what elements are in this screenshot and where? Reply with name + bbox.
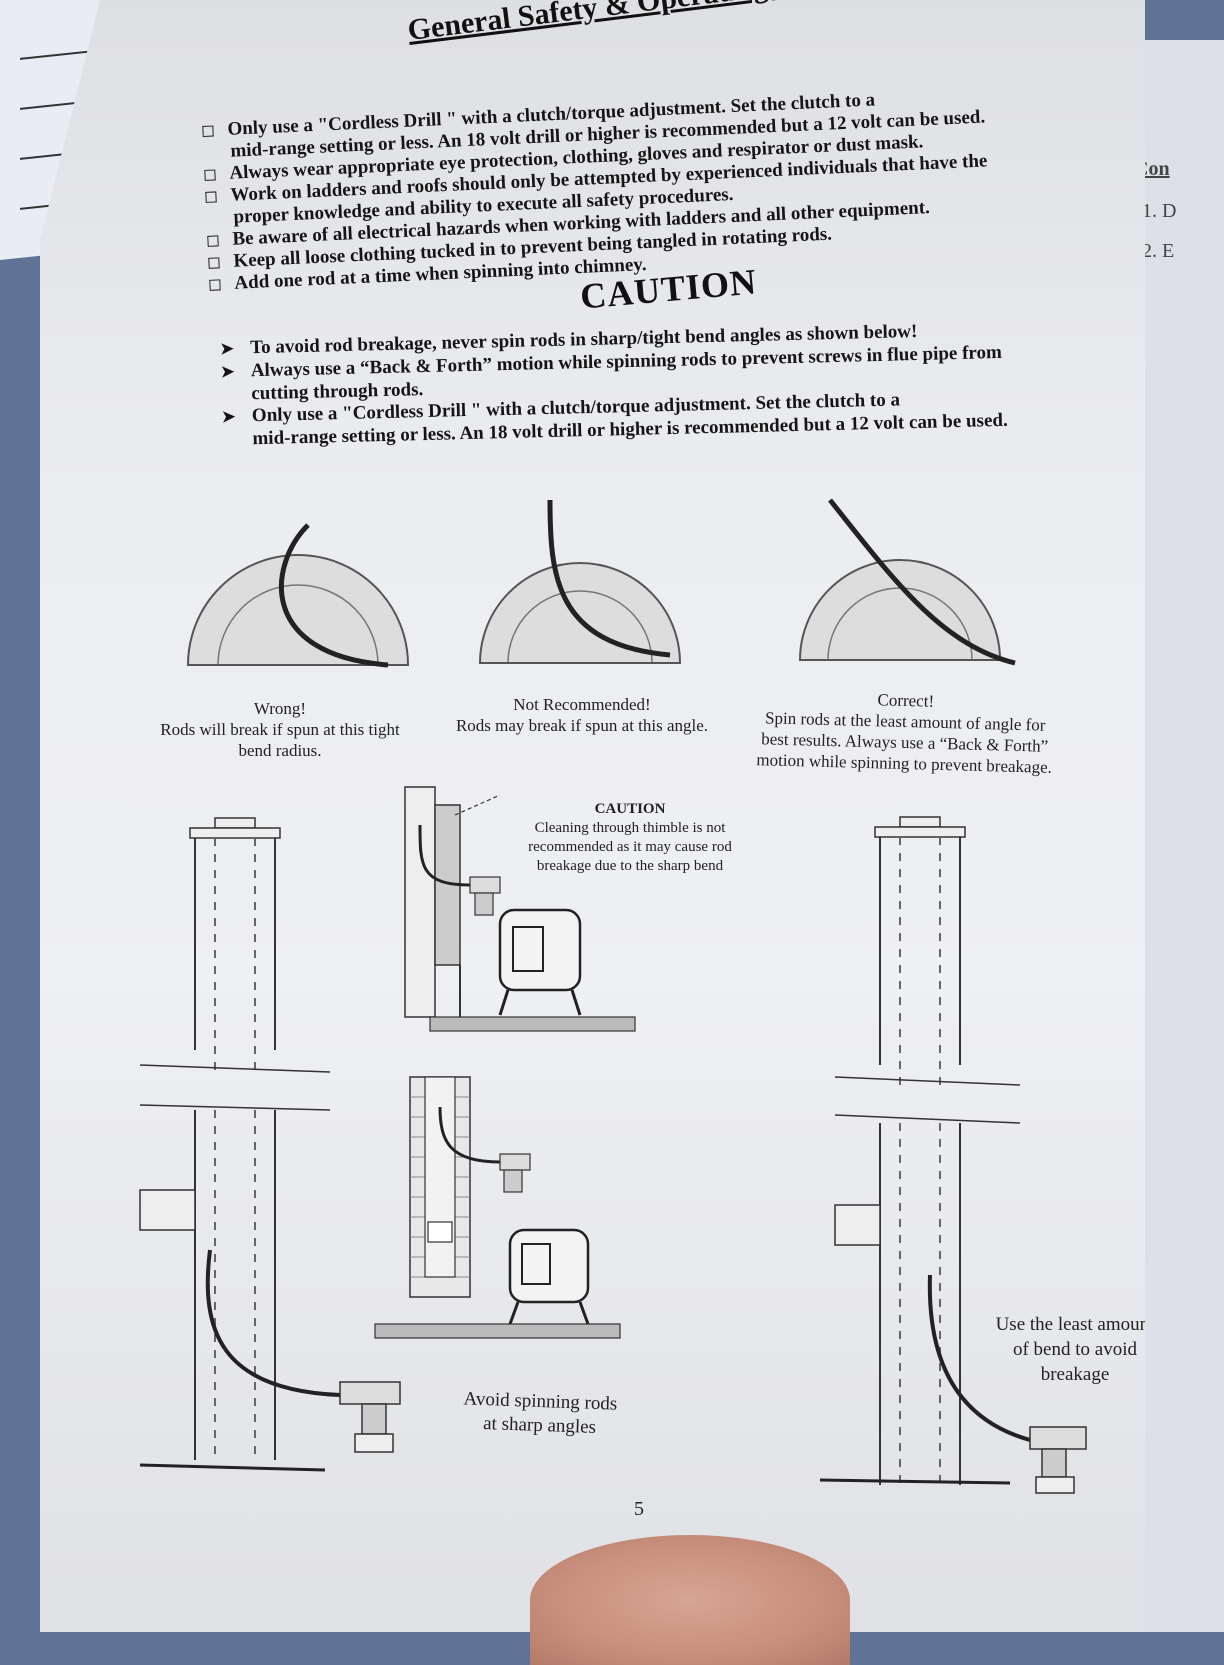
checkbox-bullet-icon (209, 279, 221, 291)
left-chimney-diagram (139, 817, 401, 1472)
adjacent-item: 2. E (1142, 240, 1175, 262)
safety-tips-list: Only use a "Cordless Drill " with a clut… (202, 81, 1069, 296)
right-chimney-diagram (819, 816, 1087, 1494)
checkbox-bullet-icon (208, 257, 220, 269)
thimble-caution-note: CAUTION Cleaning through thimble is not … (528, 801, 732, 874)
correct-caption: Correct! Spin rods at the least amount o… (756, 690, 1053, 777)
arrow-bullet-icon: ➤ (221, 408, 236, 426)
form-rule (20, 50, 90, 60)
not-recommended-caption: Not Recommended! Rods may break if spun … (455, 695, 709, 735)
caution-list: ➤To avoid rod breakage, never spin rods … (220, 316, 1102, 450)
checkbox-bullet-icon (205, 191, 217, 204)
checkbox-bullet-icon (204, 169, 216, 182)
thimble-stove-diagram (404, 786, 636, 1032)
manual-page: General Safety & Operating Tips Only use… (40, 0, 1145, 1632)
checkbox-bullet-icon (207, 235, 219, 248)
masonry-stove-diagram (374, 1076, 621, 1339)
least-bend-note: Use the least amount of bend to avoid br… (995, 1314, 1155, 1385)
wrong-caption: Wrong! Rods will break if spun at this t… (160, 699, 400, 760)
arrow-bullet-icon: ➤ (220, 363, 235, 381)
wrong-bend-diagram (186, 523, 410, 668)
not-recommended-bend-diagram (478, 499, 682, 664)
thumb (530, 1535, 850, 1665)
arrow-bullet-icon: ➤ (220, 340, 234, 358)
correct-bend-diagram (798, 498, 1016, 666)
checkbox-bullet-icon (202, 125, 214, 138)
adjacent-page: Con 1. D 2. E (1134, 40, 1224, 1632)
page-number: 5 (634, 1498, 644, 1520)
page-title: General Safety & Operating Tips (405, 0, 833, 48)
adjacent-item: 1. D (1142, 200, 1177, 222)
avoid-sharp-angles-note: Avoid spinning rods at sharp angles (463, 1388, 618, 1438)
